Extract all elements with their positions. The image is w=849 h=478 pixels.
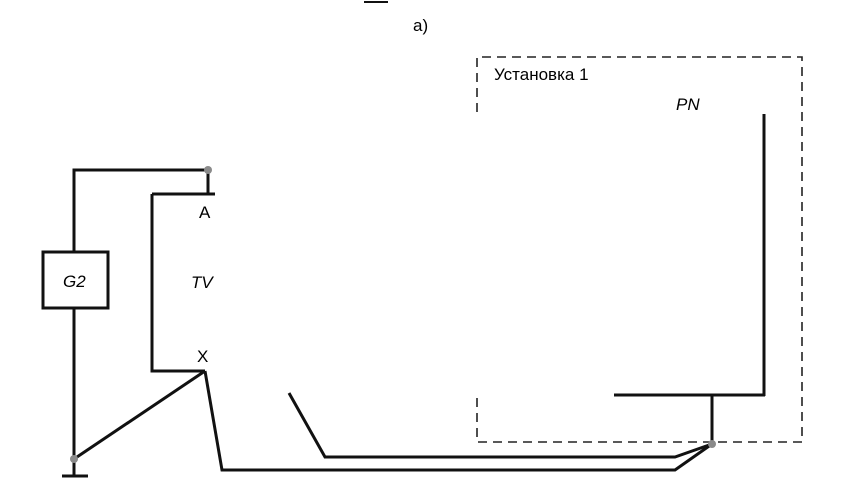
- terminal-a-label: A: [199, 203, 211, 222]
- g2-label: G2: [63, 272, 86, 291]
- tv-label: TV: [191, 273, 214, 292]
- installation-caption: Установка 1: [494, 65, 589, 84]
- x-to-node-wire: [203, 370, 713, 472]
- x-to-ground-wire: [73, 369, 206, 461]
- generator-top-wire: [72, 168, 210, 252]
- tv-primary-wire: [150, 194, 205, 373]
- junction-node-ground: [70, 455, 78, 463]
- junction-node-right: [708, 440, 716, 448]
- terminal-x-label: X: [197, 347, 208, 366]
- junction-node-top: [204, 166, 212, 174]
- pn-label: PN: [676, 95, 700, 114]
- middle-return-wire: [287, 392, 713, 459]
- g2-generator-box: [41, 250, 110, 310]
- installation-dashed-border: [476, 56, 803, 443]
- figure-label: a): [413, 16, 428, 35]
